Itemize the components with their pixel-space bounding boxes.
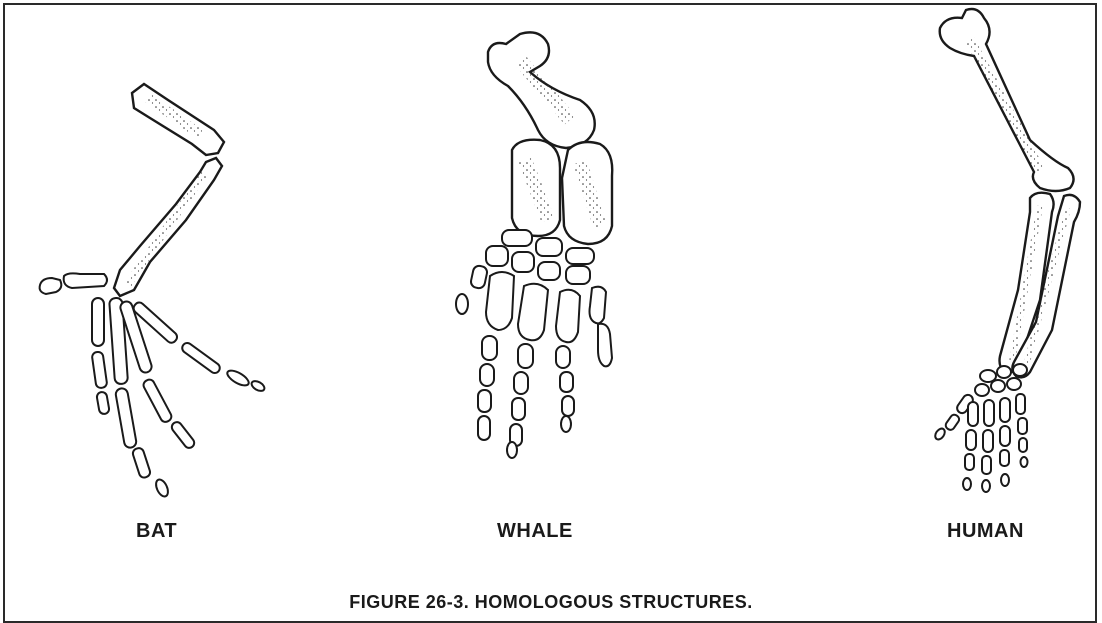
whale-digits xyxy=(456,265,612,458)
whale-humerus xyxy=(488,32,595,148)
figure-caption: FIGURE 26-3. HOMOLOGOUS STRUCTURES. xyxy=(0,592,1102,613)
human-radius-ulna xyxy=(1000,193,1081,378)
whale-flipper-bones xyxy=(456,32,612,458)
bat-radius xyxy=(114,158,222,296)
label-bat: BAT xyxy=(136,520,177,543)
bat-humerus xyxy=(132,84,224,155)
human-digits xyxy=(933,393,1027,492)
human-carpals xyxy=(975,364,1027,396)
bat-wing-bones xyxy=(40,84,266,498)
label-human: HUMAN xyxy=(947,520,1024,543)
label-whale: WHALE xyxy=(497,520,573,543)
whale-radius-ulna xyxy=(512,140,612,244)
bat-thumb xyxy=(40,273,107,294)
human-arm-bones xyxy=(933,9,1080,492)
human-humerus xyxy=(940,9,1074,191)
bat-digits xyxy=(92,298,267,499)
